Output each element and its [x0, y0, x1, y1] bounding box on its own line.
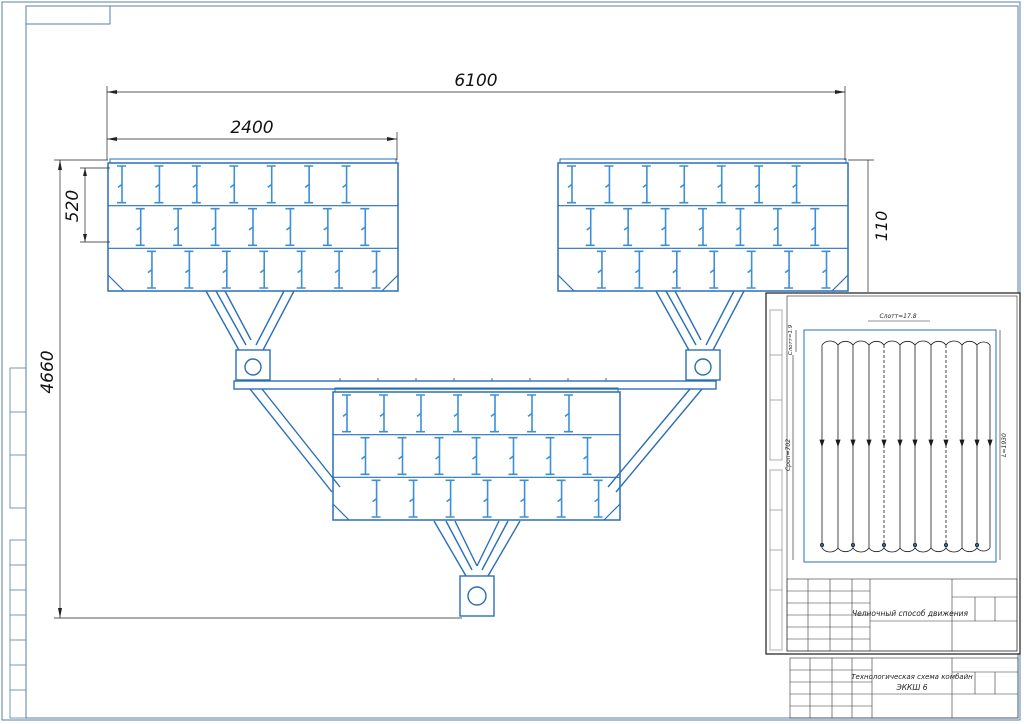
bucket-tine — [445, 479, 455, 518]
bucket-tine — [698, 207, 707, 247]
bucket-tine — [585, 207, 595, 247]
bucket-tine — [593, 479, 603, 518]
bucket-module-top-right — [557, 158, 849, 292]
bucket-tine — [342, 394, 351, 433]
bucket-tine — [360, 207, 370, 247]
bucket-tine — [266, 165, 276, 204]
pivot-joints — [235, 349, 721, 617]
hitch-frame — [205, 290, 745, 577]
bucket-tine — [471, 436, 481, 476]
bucket-tine — [408, 479, 418, 518]
bucket-tine — [117, 165, 126, 204]
bucket-tine — [248, 207, 257, 247]
dim-overall-height: 4660 — [38, 350, 58, 393]
inset-dim-right: L=1930 — [1001, 433, 1008, 457]
bucket-tine — [285, 207, 295, 247]
bucket-tine — [582, 436, 592, 476]
bucket-tine — [821, 250, 831, 289]
bucket-tine — [545, 436, 555, 476]
bucket-tine — [519, 479, 529, 518]
bucket-tine — [754, 165, 764, 204]
bucket-tine — [154, 165, 164, 204]
bucket-tine — [453, 394, 462, 433]
bucket-tine — [482, 479, 492, 518]
bucket-tine — [229, 165, 239, 204]
title-line-1: Технологическая схема комбайн — [851, 673, 973, 681]
bucket-tine — [660, 207, 670, 247]
bucket-tine — [567, 165, 576, 204]
title-line-2: ЭККШ 6 — [895, 683, 927, 692]
bucket-module-bottom — [332, 378, 621, 521]
bucket-tine — [296, 250, 306, 289]
bucket-tine — [371, 250, 381, 289]
bucket-tine — [304, 165, 314, 204]
bucket-tine — [671, 250, 681, 289]
bucket-tine — [679, 165, 689, 204]
bucket-tine — [146, 250, 156, 289]
dimension-arrows — [58, 90, 845, 618]
bucket-tine — [360, 436, 370, 476]
bucket-tine — [810, 207, 820, 247]
bucket-tine — [210, 207, 220, 247]
bucket-tine — [184, 250, 194, 289]
bucket-tine — [716, 165, 726, 204]
bucket-tine — [259, 250, 269, 289]
bucket-module-top-left — [107, 158, 399, 292]
bucket-tine — [191, 165, 201, 204]
bucket-tine — [334, 250, 344, 289]
bucket-tine — [397, 436, 407, 476]
bucket-tine — [490, 394, 499, 433]
bucket-tine — [371, 479, 381, 518]
inset-dim-left-small: Cлотт=1.9 — [788, 324, 794, 355]
bucket-tine — [135, 207, 145, 247]
inset-sheet: Cлотт=17.8 Cлотт=1.9 Сроп=702 L=1930 Чел… — [765, 292, 1021, 655]
bucket-tine — [641, 165, 651, 204]
bucket-tine — [379, 394, 388, 433]
bucket-tine — [322, 207, 332, 247]
bucket-tine — [772, 207, 782, 247]
bucket-tine — [434, 436, 444, 476]
inset-title-block — [786, 578, 1018, 652]
left-margin-strip — [9, 367, 27, 719]
bucket-tine — [596, 250, 606, 289]
inset-title: Челночный способ движения — [852, 609, 969, 618]
dim-right-height: 110 — [872, 211, 891, 242]
bucket-tine — [508, 436, 518, 476]
dimension-lines — [54, 86, 874, 619]
corner-stamp — [25, 5, 111, 25]
bucket-tine — [791, 165, 801, 204]
bucket-tine — [221, 250, 231, 289]
bucket-tine — [784, 250, 794, 289]
bucket-tine — [556, 479, 566, 518]
bucket-tine — [564, 394, 573, 433]
bucket-tine — [173, 207, 183, 247]
inset-dim-top: Cлотт=17.8 — [879, 313, 916, 320]
bucket-tine — [416, 394, 425, 433]
bucket-tine — [341, 165, 351, 204]
main-title-block — [789, 657, 1019, 719]
dim-module-width: 2400 — [230, 118, 273, 138]
bucket-tine — [735, 207, 745, 247]
bucket-tine — [746, 250, 756, 289]
bucket-tine — [527, 394, 536, 433]
bucket-tine — [623, 207, 633, 247]
dim-overall-width: 6100 — [454, 71, 497, 91]
bucket-tine — [604, 165, 614, 204]
bucket-tine — [634, 250, 644, 289]
dim-row-height: 520 — [63, 190, 83, 222]
inset-dim-left-long: Сроп=702 — [785, 439, 792, 471]
bucket-tine — [709, 250, 719, 289]
